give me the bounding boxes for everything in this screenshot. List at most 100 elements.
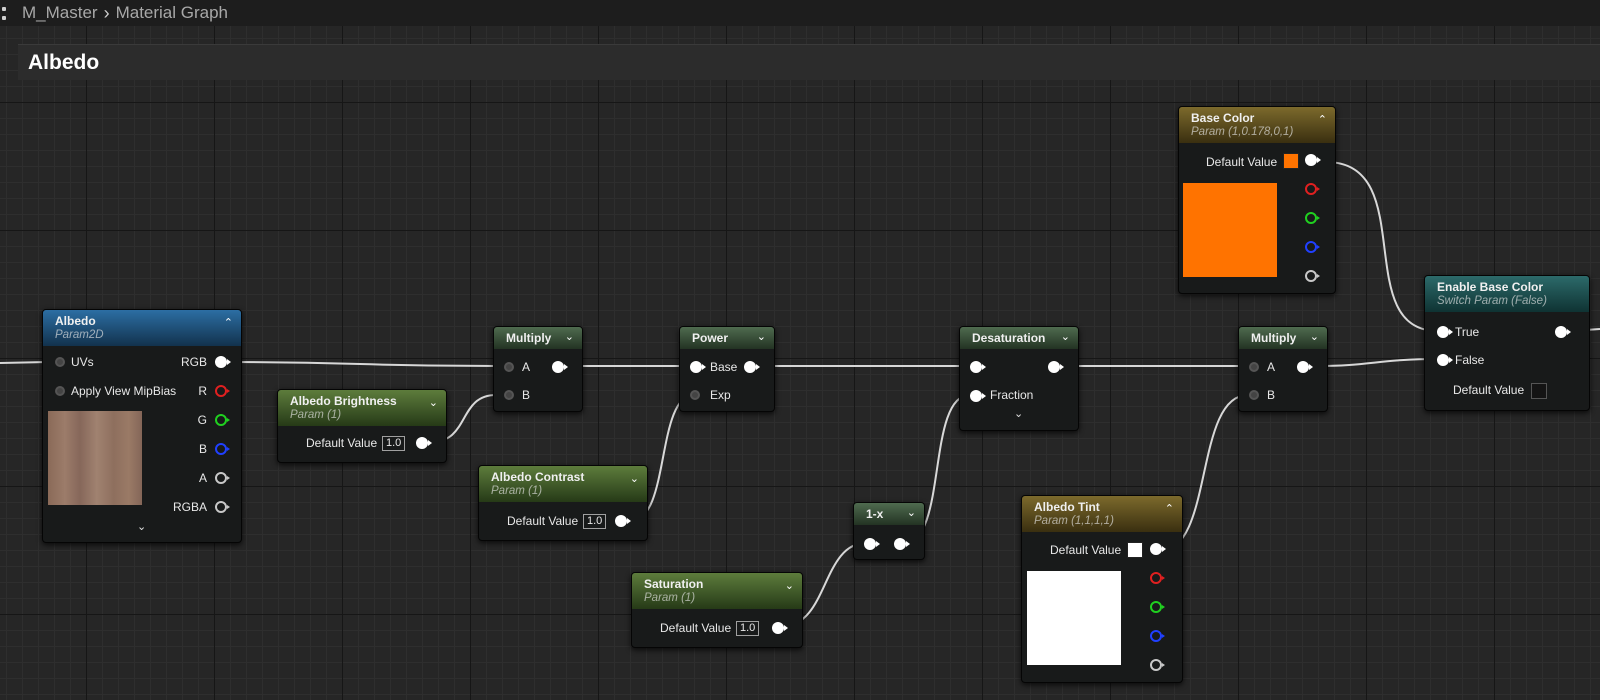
chevron-down-icon[interactable]: ⌄ bbox=[629, 473, 639, 485]
pin-b-in[interactable] bbox=[1249, 390, 1259, 400]
pin-a-out[interactable] bbox=[1305, 270, 1320, 282]
default-color-swatch[interactable] bbox=[1127, 542, 1143, 558]
node-saturation[interactable]: Saturation Param (1) ⌄ Default Value 1.0 bbox=[631, 572, 803, 648]
node-power[interactable]: Power ⌄ Base Exp bbox=[679, 326, 775, 412]
node-header[interactable]: Multiply ⌄ bbox=[1239, 327, 1327, 349]
texture-preview bbox=[48, 411, 142, 505]
pin-label-uvs: UVs bbox=[71, 355, 94, 369]
node-header[interactable]: Multiply ⌄ bbox=[494, 327, 582, 349]
node-subtitle: Param (1) bbox=[491, 485, 543, 497]
node-header[interactable]: Enable Base Color Switch Param (False) bbox=[1425, 276, 1589, 312]
pin-uvs[interactable] bbox=[55, 357, 65, 367]
pin-r-out[interactable] bbox=[215, 385, 230, 397]
pin-out[interactable] bbox=[1048, 361, 1064, 373]
node-header[interactable]: Base Color Param (1,0.178,0,1) ⌃ bbox=[1179, 107, 1335, 143]
pin-rgb-out[interactable] bbox=[1305, 154, 1321, 166]
pin-apply-view-mipbias[interactable] bbox=[55, 386, 65, 396]
node-enable-base-color[interactable]: Enable Base Color Switch Param (False) T… bbox=[1424, 275, 1590, 411]
node-albedo-brightness[interactable]: Albedo Brightness Param (1) ⌄ Default Va… bbox=[277, 389, 447, 463]
pin-r-out[interactable] bbox=[1305, 183, 1320, 195]
default-value-label: Default Value bbox=[1206, 155, 1278, 169]
pin-r-out[interactable] bbox=[1150, 572, 1165, 584]
chevron-down-icon[interactable]: ⌄ bbox=[906, 507, 916, 519]
node-multiply-1[interactable]: Multiply ⌄ A B bbox=[493, 326, 583, 412]
pin-label-apply-view-mipbias: Apply View MipBias bbox=[71, 384, 177, 398]
node-subtitle: Switch Param (False) bbox=[1437, 295, 1547, 307]
pin-b-out[interactable] bbox=[1305, 241, 1320, 253]
default-value-field[interactable]: 1.0 bbox=[382, 436, 406, 451]
pin-in[interactable] bbox=[864, 538, 880, 550]
pin-out[interactable] bbox=[1297, 361, 1313, 373]
chevron-down-icon[interactable]: ⌄ bbox=[1309, 331, 1319, 343]
node-title: Multiply bbox=[506, 331, 552, 345]
chevron-down-icon[interactable]: ⌄ bbox=[1014, 408, 1024, 420]
chevron-down-icon[interactable]: ⌄ bbox=[137, 521, 147, 533]
pin-label-true: True bbox=[1455, 325, 1480, 339]
pin-g-out[interactable] bbox=[1150, 601, 1165, 613]
chevron-down-icon[interactable]: ⌄ bbox=[1060, 331, 1070, 343]
pin-value-out[interactable] bbox=[615, 515, 631, 527]
pin-true-in[interactable] bbox=[1437, 326, 1453, 338]
node-albedo-tint[interactable]: Albedo Tint Param (1,1,1,1) ⌃ Default Va… bbox=[1021, 495, 1183, 683]
pin-value-out[interactable] bbox=[772, 622, 788, 634]
pin-a-out[interactable] bbox=[215, 472, 230, 484]
node-base-color[interactable]: Base Color Param (1,0.178,0,1) ⌃ Default… bbox=[1178, 106, 1336, 294]
node-albedo-contrast[interactable]: Albedo Contrast Param (1) ⌄ Default Valu… bbox=[478, 465, 648, 541]
pin-out[interactable] bbox=[552, 361, 568, 373]
pin-rgb-out[interactable] bbox=[215, 356, 231, 368]
chevron-down-icon[interactable]: ⌄ bbox=[564, 331, 574, 343]
node-header[interactable]: Albedo Param2D ⌃ bbox=[43, 310, 241, 346]
pin-rgb-out[interactable] bbox=[1150, 543, 1166, 555]
default-value-field[interactable]: 1.0 bbox=[736, 621, 760, 636]
pin-out[interactable] bbox=[1555, 326, 1571, 338]
pin-rgba-out[interactable] bbox=[215, 501, 230, 513]
pin-g-out[interactable] bbox=[1305, 212, 1320, 224]
pin-b-in[interactable] bbox=[504, 390, 514, 400]
breadcrumb-asset[interactable]: M_Master bbox=[22, 3, 98, 22]
pin-label-base: Base bbox=[710, 360, 738, 374]
pin-exp-in[interactable] bbox=[690, 390, 700, 400]
menu-dots-icon[interactable] bbox=[2, 6, 10, 20]
node-multiply-2[interactable]: Multiply ⌄ A B bbox=[1238, 326, 1328, 412]
default-value-label: Default Value bbox=[507, 514, 579, 528]
pin-out[interactable] bbox=[744, 361, 760, 373]
default-value-checkbox[interactable] bbox=[1531, 383, 1547, 399]
pin-label-r: R bbox=[198, 384, 207, 398]
chevron-down-icon[interactable]: ⌄ bbox=[784, 580, 794, 592]
pin-false-in[interactable] bbox=[1437, 354, 1453, 366]
node-header[interactable]: Albedo Brightness Param (1) ⌄ bbox=[278, 390, 446, 426]
pin-out[interactable] bbox=[894, 538, 910, 550]
node-desaturation[interactable]: Desaturation ⌄ Fraction ⌄ bbox=[959, 326, 1079, 431]
chevron-up-icon[interactable]: ⌃ bbox=[1317, 114, 1327, 126]
pin-a-in[interactable] bbox=[1249, 362, 1259, 372]
default-value-label: Default Value bbox=[1050, 543, 1122, 557]
chevron-up-icon[interactable]: ⌃ bbox=[1164, 503, 1174, 515]
pin-fraction-in[interactable] bbox=[970, 390, 986, 402]
chevron-down-icon[interactable]: ⌄ bbox=[756, 331, 766, 343]
node-header[interactable]: Albedo Tint Param (1,1,1,1) ⌃ bbox=[1022, 496, 1182, 532]
pin-a-out[interactable] bbox=[1150, 659, 1165, 671]
pin-b-out[interactable] bbox=[215, 443, 230, 455]
pin-label-false: False bbox=[1455, 353, 1485, 367]
node-title: Albedo Brightness bbox=[290, 394, 397, 408]
node-header[interactable]: Saturation Param (1) ⌄ bbox=[632, 573, 802, 609]
node-header[interactable]: Power ⌄ bbox=[680, 327, 774, 349]
pin-base-in[interactable] bbox=[690, 361, 706, 373]
node-one-minus[interactable]: 1-x ⌄ bbox=[853, 502, 925, 560]
pin-b-out[interactable] bbox=[1150, 630, 1165, 642]
default-color-swatch[interactable] bbox=[1283, 153, 1299, 169]
pin-in[interactable] bbox=[970, 361, 986, 373]
comment-box[interactable]: Albedo bbox=[18, 44, 1600, 80]
breadcrumb-view[interactable]: Material Graph bbox=[115, 3, 229, 22]
pin-a-in[interactable] bbox=[504, 362, 514, 372]
chevron-up-icon[interactable]: ⌃ bbox=[223, 317, 233, 329]
default-value-field[interactable]: 1.0 bbox=[583, 514, 607, 529]
pin-g-out[interactable] bbox=[215, 414, 230, 426]
node-header[interactable]: 1-x ⌄ bbox=[854, 503, 924, 525]
chevron-down-icon[interactable]: ⌄ bbox=[428, 397, 438, 409]
node-albedo-texture[interactable]: Albedo Param2D ⌃ UVs Apply View MipBias … bbox=[42, 309, 242, 543]
node-header[interactable]: Albedo Contrast Param (1) ⌄ bbox=[479, 466, 647, 502]
node-header[interactable]: Desaturation ⌄ bbox=[960, 327, 1078, 349]
pin-value-out[interactable] bbox=[416, 437, 432, 449]
node-title: Albedo Contrast bbox=[491, 470, 585, 484]
